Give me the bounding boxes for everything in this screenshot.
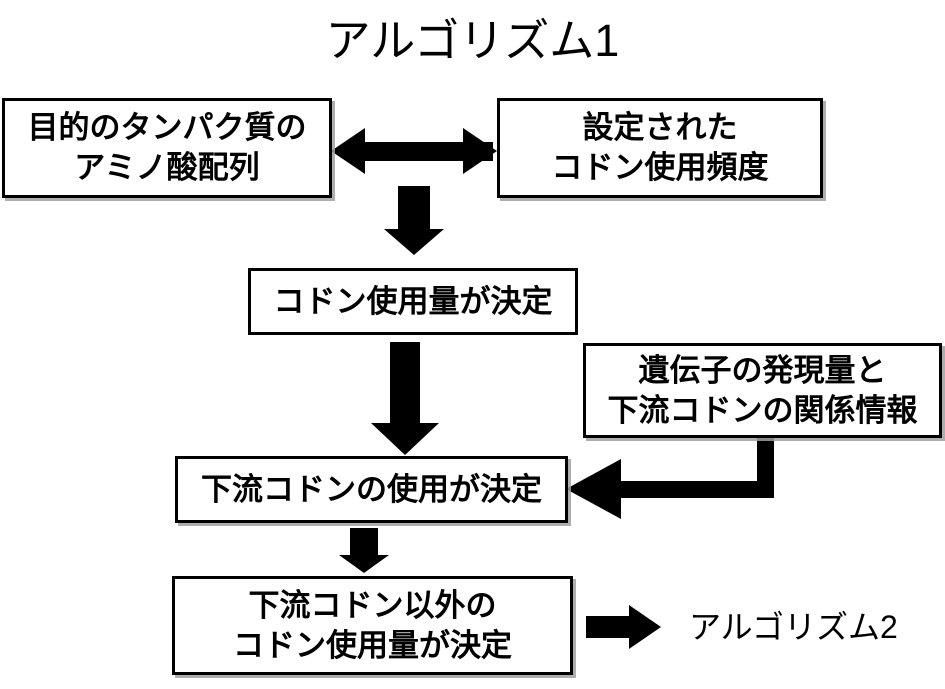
node-downstream-codon-usage-decided-line-1: 下流コドンの使用が決定 bbox=[201, 471, 542, 507]
node-codon-usage-frequency-line-2: コドン使用頻度 bbox=[551, 150, 769, 185]
arrow-to-algorithm2-head-icon bbox=[629, 605, 661, 649]
arrow-pair-to-codon-amount-shaft bbox=[398, 186, 430, 230]
node-codon-usage-frequency-line-1: 設定された bbox=[582, 110, 738, 145]
node-non-downstream-codon-amount-decided-line-2: コドン使用量が決定 bbox=[233, 627, 512, 663]
node-codon-amount-decided-line-1: コドン使用量が決定 bbox=[273, 283, 553, 319]
next-stage-label: アルゴリズム2 bbox=[689, 609, 898, 645]
double-arrow-shaft bbox=[363, 142, 493, 161]
arrow-relation-to-downstream-head-icon bbox=[566, 459, 621, 519]
node-non-downstream-codon-amount-decided: 下流コドン以外の コドン使用量が決定 bbox=[172, 576, 573, 675]
double-arrow-head-right-icon bbox=[463, 128, 497, 174]
arrow-pair-to-codon-amount-head-icon bbox=[384, 229, 444, 255]
arrow-downstream-to-non-downstream-shaft bbox=[350, 528, 378, 556]
double-arrow-head-left-icon bbox=[331, 128, 365, 174]
node-target-protein-line-2: アミノ酸配列 bbox=[74, 150, 260, 185]
arrow-to-algorithm2-shaft bbox=[586, 616, 630, 638]
arrow-downstream-to-non-downstream-head-icon bbox=[339, 555, 389, 573]
arrow-codon-amount-to-downstream-head-icon bbox=[371, 423, 439, 455]
node-target-protein-line-1: 目的のタンパク質の bbox=[27, 110, 307, 145]
arrow-codon-amount-to-downstream-shaft bbox=[390, 342, 420, 424]
page-title: アルゴリズム1 bbox=[325, 15, 620, 66]
node-codon-amount-decided: コドン使用量が決定 bbox=[248, 268, 578, 335]
node-codon-usage-frequency: 設定された コドン使用頻度 bbox=[497, 98, 823, 198]
node-downstream-codon-usage-decided: 下流コドンの使用が決定 bbox=[175, 456, 568, 523]
node-gene-expression-relation-line-2: 下流コドンの関係情報 bbox=[607, 392, 918, 428]
node-non-downstream-codon-amount-decided-line-1: 下流コドン以外の bbox=[248, 587, 497, 623]
arrow-relation-to-downstream-horizontal bbox=[620, 481, 774, 498]
node-gene-expression-relation: 遺伝子の発現量と 下流コドンの関係情報 bbox=[583, 343, 942, 438]
node-gene-expression-relation-line-1: 遺伝子の発現量と bbox=[638, 352, 887, 388]
node-target-protein: 目的のタンパク質の アミノ酸配列 bbox=[2, 98, 332, 198]
